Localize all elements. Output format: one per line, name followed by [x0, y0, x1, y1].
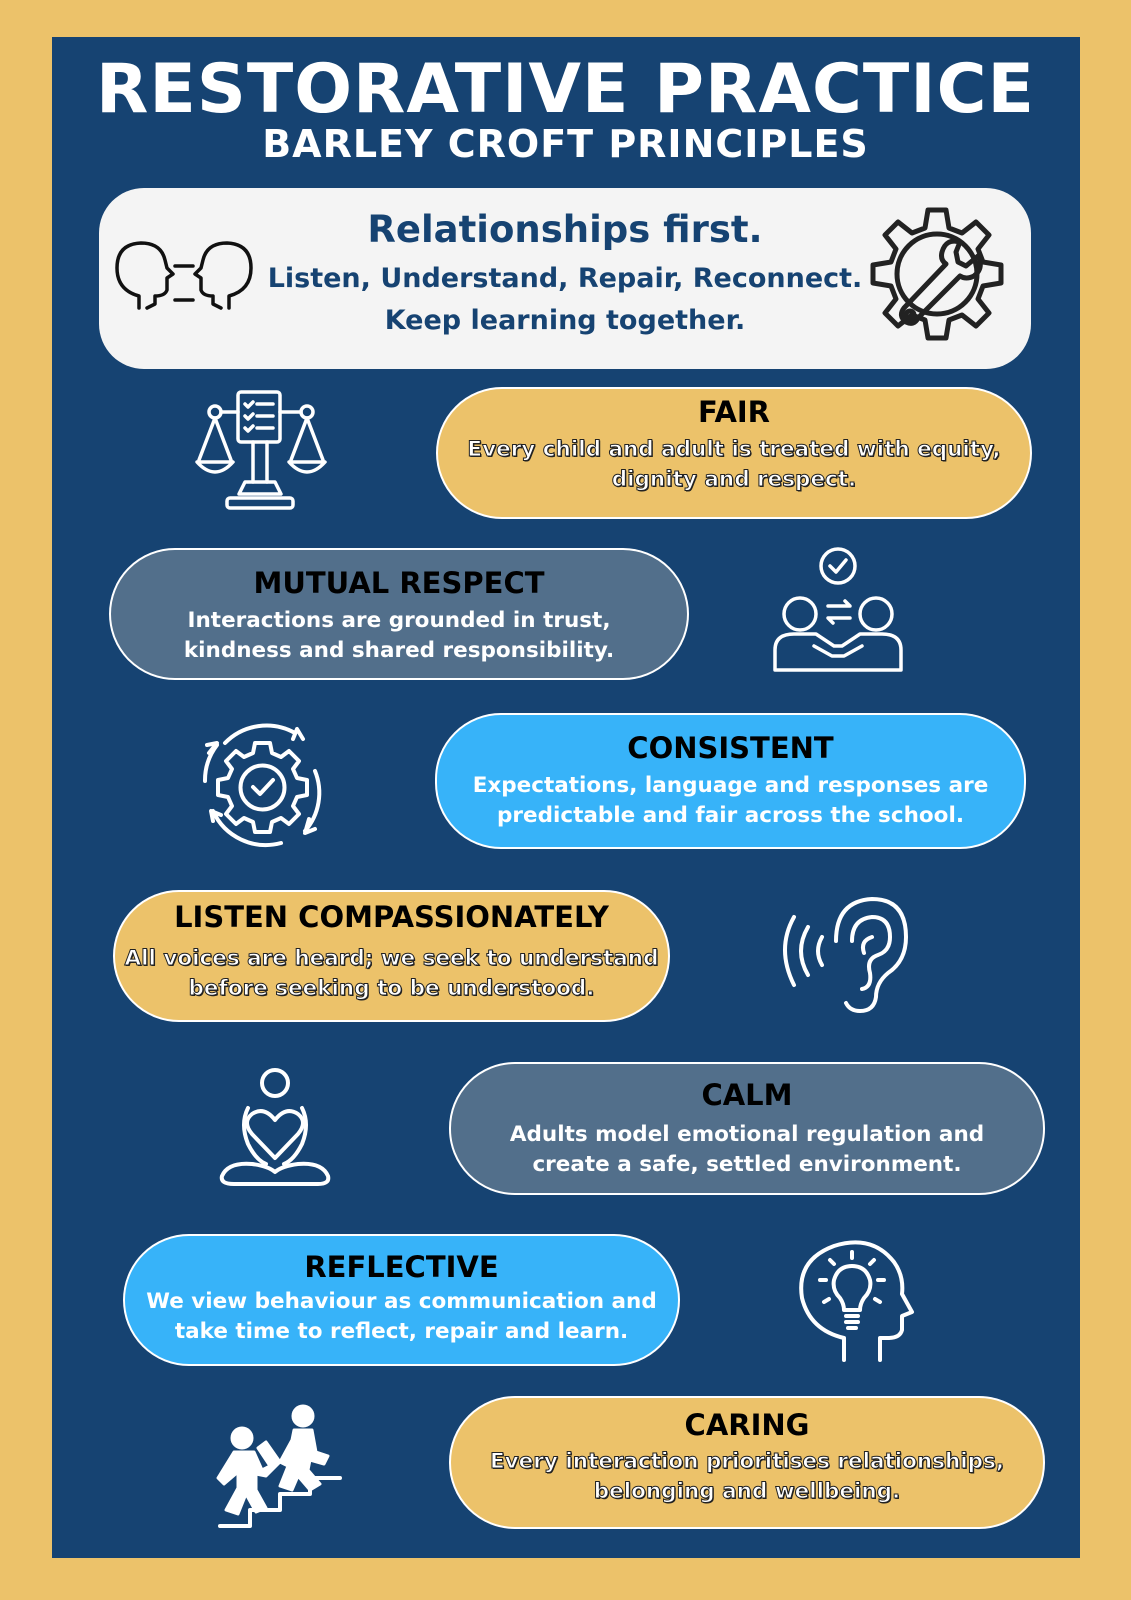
principle-consistent-card: CONSISTENT Expectations, language and re… [435, 713, 1026, 849]
principle-listen-compassionately-text: All voices are heard; we seek to underst… [124, 946, 659, 1002]
gear-check-cycle-icon [195, 715, 330, 850]
two-heads-conversation-icon [109, 238, 259, 318]
helping-up-stairs-icon [210, 1404, 350, 1530]
head-lightbulb-icon [790, 1238, 915, 1363]
principle-mutual-respect-card: MUTUAL RESPECT Interactions are grounded… [109, 548, 689, 680]
gear-wrench-icon [862, 204, 1012, 354]
meditation-heart-icon [218, 1068, 333, 1188]
hero-heading: Relationships first. [367, 208, 763, 251]
principle-fair-card: FAIR Every child and adult is treated wi… [436, 387, 1032, 519]
hero-line-1: Listen, Understand, Repair, Reconnect. [267, 263, 863, 294]
people-handshake-icon [772, 546, 904, 676]
principle-caring-text: Every interaction prioritises relationsh… [489, 1449, 1005, 1505]
principle-fair-title: FAIR [697, 395, 771, 429]
principle-mutual-respect-title: MUTUAL RESPECT [253, 566, 545, 600]
principle-calm-title: CALM [701, 1078, 793, 1112]
principle-listen-compassionately-title: LISTEN COMPASSIONATELY [174, 900, 609, 934]
poster-subtitle: BARLEY CROFT PRINCIPLES [262, 122, 869, 166]
principle-calm-card: CALM Adults model emotional regulation a… [449, 1062, 1045, 1195]
principle-fair-text: Every child and adult is treated with eq… [467, 437, 1001, 493]
principle-mutual-respect-text: Interactions are grounded in trust, kind… [183, 608, 615, 663]
poster-title: RESTORATIVE PRACTICE [96, 50, 1035, 129]
hero-box: Relationships first. Listen, Understand,… [99, 188, 1031, 369]
ear-listening-icon [780, 893, 915, 1016]
principle-reflective-text: We view behaviour as communication and t… [146, 1289, 657, 1344]
principle-caring-title: CARING [684, 1408, 810, 1442]
principle-listen-compassionately-card: LISTEN COMPASSIONATELY All voices are he… [113, 890, 670, 1022]
principle-calm-text: Adults model emotional regulation and cr… [509, 1122, 985, 1177]
principle-consistent-title: CONSISTENT [627, 731, 834, 765]
principle-reflective-card: REFLECTIVE We view behaviour as communic… [123, 1234, 680, 1366]
principle-consistent-text: Expectations, language and responses are… [472, 773, 989, 828]
hero-line-2: Keep learning together. [384, 305, 746, 336]
principle-caring-card: CARING Every interaction prioritises rel… [449, 1396, 1045, 1529]
scales-checklist-icon [195, 390, 330, 515]
principle-reflective-title: REFLECTIVE [304, 1250, 499, 1284]
